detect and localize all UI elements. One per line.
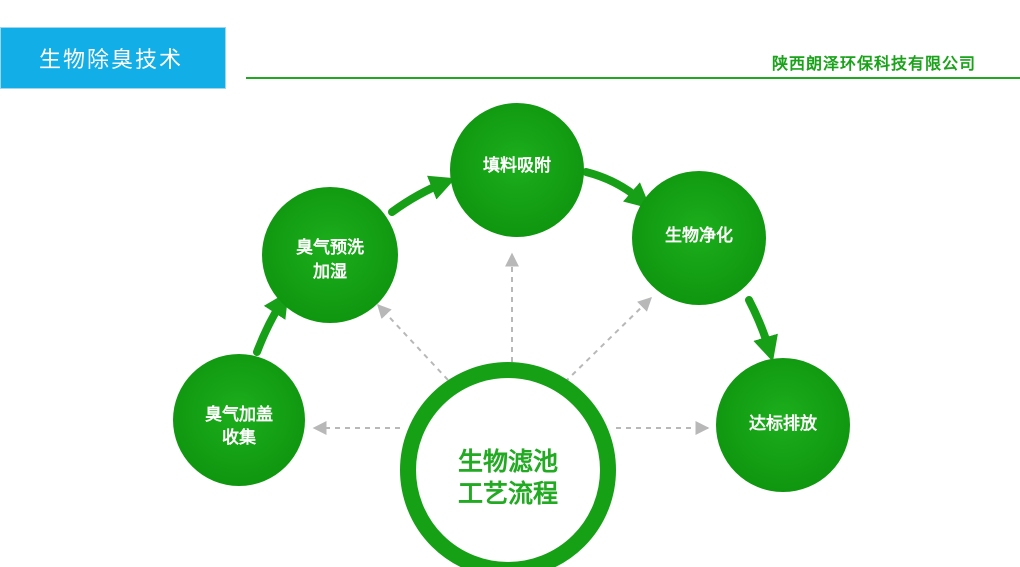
section-title-box: 生物除臭技术: [0, 27, 226, 89]
flow-arrow-4: [745, 296, 778, 362]
center-node: 生物滤池 工艺流程: [400, 362, 616, 567]
step-label-line1: 达标排放: [749, 413, 818, 434]
center-ring: [400, 362, 616, 567]
step-label-line1: 臭气预洗: [296, 237, 364, 258]
flow-arrow-3: [582, 168, 651, 209]
section-title: 生物除臭技术: [39, 48, 184, 73]
step-label-line2: 加湿: [312, 262, 347, 282]
flow-arrow-2: [388, 175, 456, 216]
step-node-discharge: 达标排放: [716, 358, 850, 492]
center-label-line2: 工艺流程: [458, 479, 558, 508]
spoke-to-purify: [564, 297, 653, 383]
center-label-line1: 生物滤池: [458, 447, 558, 476]
step-node-purify: 生物净化: [632, 171, 766, 305]
flow-arrow-1: [253, 291, 289, 356]
spoke-to-prewash: [377, 303, 449, 381]
step-circle: [173, 354, 305, 486]
step-label-line1: 臭气加盖: [205, 404, 273, 425]
header-divider: [246, 77, 1020, 79]
company-name: 陕西朗泽环保科技有限公司: [771, 54, 976, 73]
step-label-line1: 填料吸附: [483, 155, 551, 176]
step-label-line2: 收集: [222, 427, 257, 448]
step-node-prewash: 臭气预洗 加湿: [262, 187, 398, 323]
flow-arrows: [253, 168, 778, 362]
step-label-line1: 生物净化: [665, 225, 733, 246]
step-circle: [262, 187, 398, 323]
spoke-arrows: [312, 252, 710, 435]
step-circle: [632, 171, 766, 305]
step-node-adsorb: 填料吸附: [450, 103, 584, 237]
step-node-collect: 臭气加盖 收集: [173, 354, 305, 486]
step-circle: [450, 103, 584, 237]
step-circle: [716, 358, 850, 492]
